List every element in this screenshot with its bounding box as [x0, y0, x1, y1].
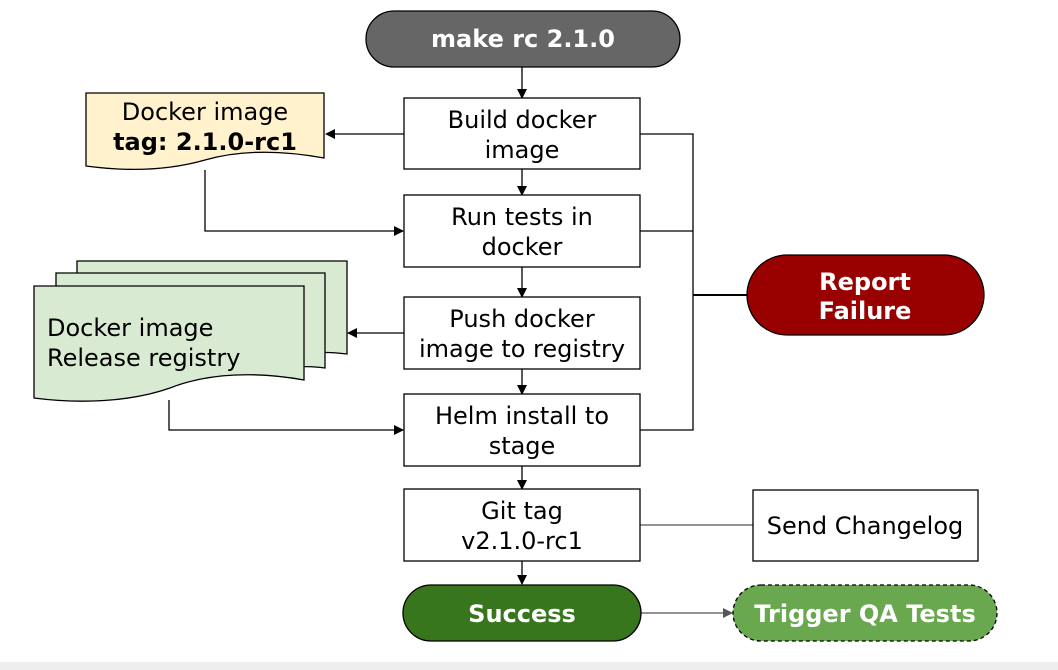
step-build: Build docker image: [403, 97, 641, 170]
start-label: make rc 2.1.0: [431, 25, 615, 53]
success-shape: [402, 584, 642, 642]
step-helm-line1: Helm install to: [435, 402, 609, 430]
report-failure-line2: Failure: [819, 297, 912, 325]
fail-line-build: [640, 133, 694, 431]
registry-doc-front: [33, 285, 305, 402]
trigger-qa-terminal: Trigger QA Tests: [732, 584, 998, 642]
connectors: [168, 67, 747, 585]
start-shape: [365, 10, 681, 68]
trigger-qa-shape: [732, 584, 998, 642]
start-terminal: make rc 2.1.0: [365, 10, 681, 68]
step-helm-line2: stage: [489, 432, 556, 460]
docker-image-document: Docker image tag: 2.1.0-rc1: [85, 92, 325, 171]
registry-doc-line1: Docker image: [47, 314, 213, 342]
send-changelog-box: Send Changelog: [752, 489, 979, 562]
registry-doc-line2: Release registry: [47, 344, 240, 372]
step-gittag-line1: Git tag: [481, 497, 563, 525]
success-label: Success: [468, 600, 576, 628]
step-tests: Run tests in docker: [403, 194, 641, 268]
docker-image-document-shape: [85, 92, 325, 171]
step-push-line1: Push docker: [449, 305, 595, 333]
step-build-line1: Build docker: [448, 106, 597, 134]
send-changelog-label: Send Changelog: [767, 512, 964, 540]
step-push: Push docker image to registry: [403, 296, 641, 370]
step-push-line2: image to registry: [419, 335, 625, 363]
registry-document-stack: Docker image Release registry: [33, 260, 348, 402]
arrow-doc-to-tests: [204, 170, 404, 236]
step-helm: Helm install to stage: [403, 393, 641, 467]
step-build-line2: image: [485, 136, 560, 164]
step-tests-line1: Run tests in: [451, 203, 593, 231]
grey-connectors: [640, 524, 753, 618]
step-gittag-line2: v2.1.0-rc1: [461, 527, 583, 555]
arrow-registry-to-helm: [168, 400, 404, 435]
docker-image-doc-line1: Docker image: [122, 98, 288, 126]
report-failure-terminal: Report Failure: [746, 254, 985, 336]
report-failure-shape: [746, 254, 985, 336]
docker-image-doc-line2: tag: 2.1.0-rc1: [113, 128, 297, 156]
step-gittag: Git tag v2.1.0-rc1: [403, 488, 641, 562]
step-tests-line2: docker: [482, 233, 563, 261]
trigger-qa-label: Trigger QA Tests: [754, 600, 975, 628]
bottom-strip: [0, 662, 1058, 670]
report-failure-line1: Report: [819, 268, 911, 296]
success-terminal: Success: [402, 584, 642, 642]
